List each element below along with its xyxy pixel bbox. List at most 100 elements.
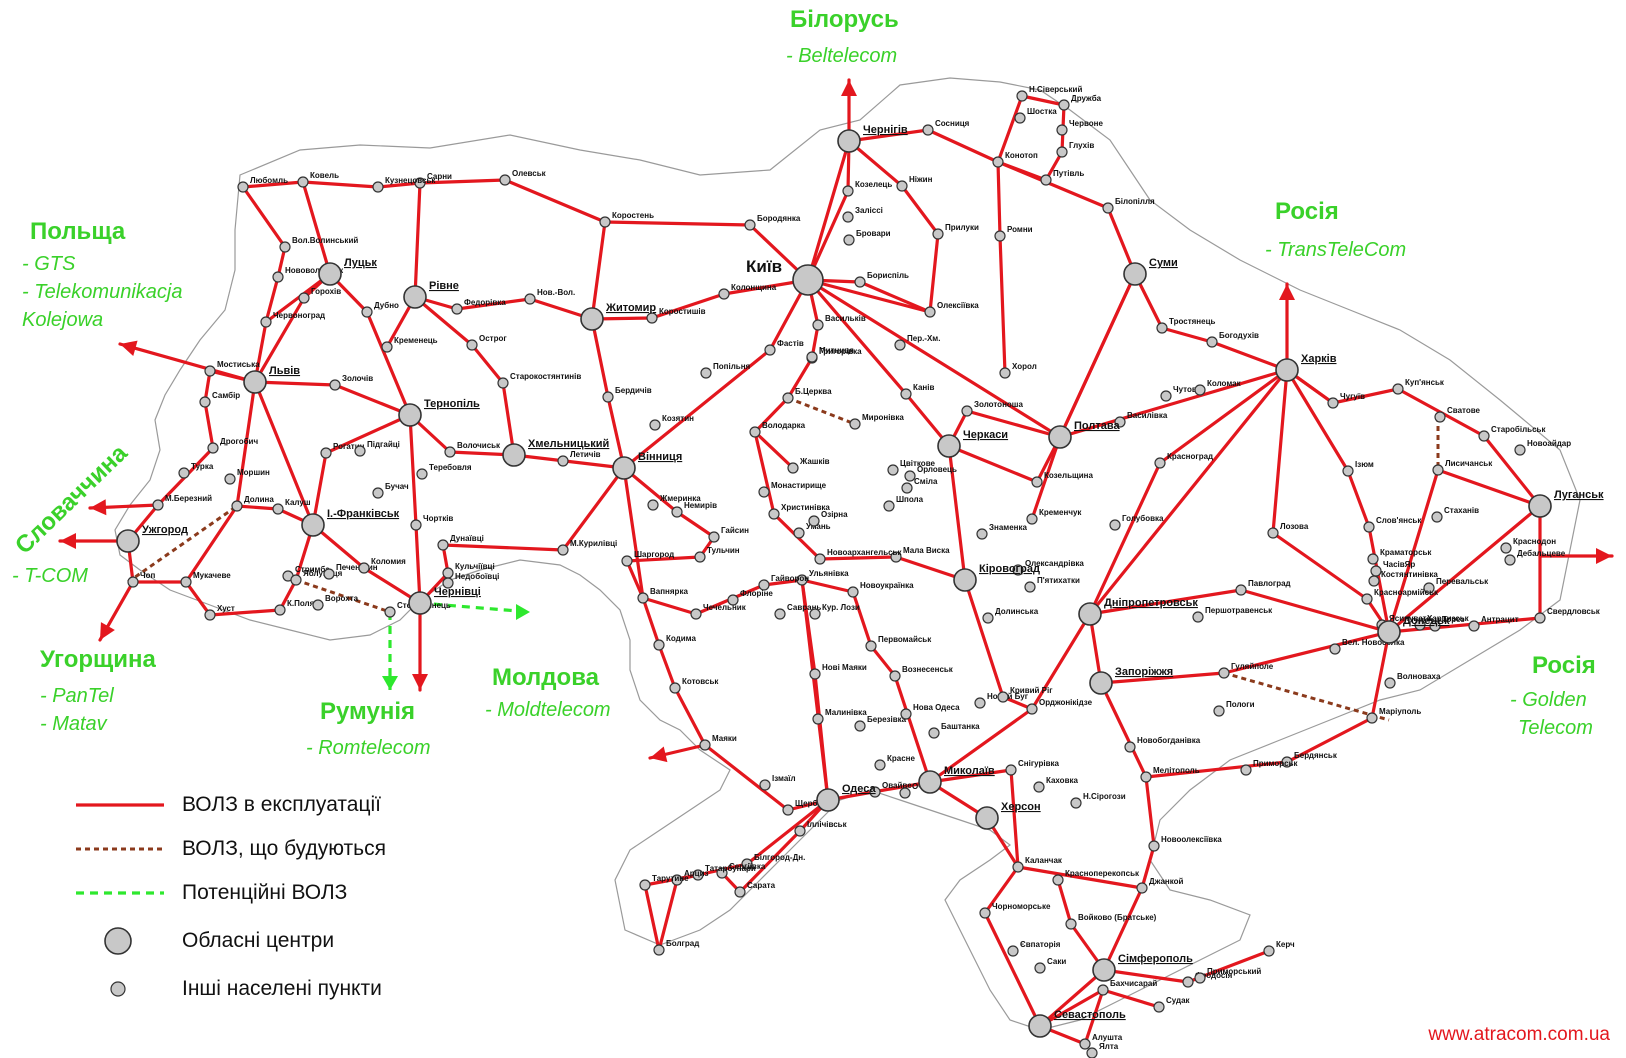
regional-center-node[interactable] (792, 264, 824, 296)
town-node[interactable] (1431, 511, 1443, 523)
town-node[interactable] (1263, 945, 1275, 957)
regional-center-node[interactable] (1048, 425, 1072, 449)
town-node[interactable] (809, 608, 821, 620)
town-node[interactable] (708, 531, 720, 543)
town-node[interactable] (900, 388, 912, 400)
town-node[interactable] (976, 528, 988, 540)
regional-center-node[interactable] (612, 456, 636, 480)
town-node[interactable] (451, 303, 463, 315)
town-node[interactable] (899, 787, 911, 799)
town-node[interactable] (671, 506, 683, 518)
regional-center-node[interactable] (1123, 262, 1147, 286)
town-node[interactable] (896, 180, 908, 192)
town-node[interactable] (637, 592, 649, 604)
town-node[interactable] (1026, 703, 1038, 715)
town-node[interactable] (727, 594, 739, 606)
town-node[interactable] (358, 562, 370, 574)
town-node[interactable] (497, 377, 509, 389)
town-node[interactable] (1052, 874, 1064, 886)
town-node[interactable] (653, 944, 665, 956)
regional-center-node[interactable] (1092, 958, 1116, 982)
town-node[interactable] (602, 391, 614, 403)
town-node[interactable] (437, 539, 449, 551)
town-node[interactable] (1384, 677, 1396, 689)
town-node[interactable] (874, 759, 886, 771)
town-node[interactable] (900, 708, 912, 720)
regional-center-node[interactable] (398, 403, 422, 427)
town-node[interactable] (1429, 620, 1441, 632)
town-node[interactable] (354, 445, 366, 457)
town-node[interactable] (442, 567, 454, 579)
town-node[interactable] (649, 419, 661, 431)
town-node[interactable] (639, 879, 651, 891)
town-node[interactable] (1079, 1038, 1091, 1050)
regional-center-node[interactable] (1089, 671, 1113, 695)
town-node[interactable] (646, 312, 658, 324)
town-node[interactable] (782, 392, 794, 404)
town-node[interactable] (372, 181, 384, 193)
town-node[interactable] (1040, 174, 1052, 186)
town-node[interactable] (1124, 741, 1136, 753)
town-node[interactable] (524, 293, 536, 305)
town-node[interactable] (416, 468, 428, 480)
town-node[interactable] (1194, 384, 1206, 396)
town-node[interactable] (890, 551, 902, 563)
town-node[interactable] (372, 487, 384, 499)
town-node[interactable] (127, 576, 139, 588)
town-node[interactable] (1156, 322, 1168, 334)
town-node[interactable] (152, 499, 164, 511)
town-node[interactable] (1026, 513, 1038, 525)
town-node[interactable] (758, 579, 770, 591)
town-node[interactable] (1012, 861, 1024, 873)
town-node[interactable] (329, 379, 341, 391)
regional-center-node[interactable] (937, 434, 961, 458)
town-node[interactable] (1504, 554, 1516, 566)
town-node[interactable] (410, 519, 422, 531)
town-node[interactable] (922, 124, 934, 136)
town-node[interactable] (444, 446, 456, 458)
regional-center-node[interactable] (301, 513, 325, 537)
town-node[interactable] (272, 271, 284, 283)
town-node[interactable] (1327, 397, 1339, 409)
town-node[interactable] (1058, 99, 1070, 111)
town-node[interactable] (320, 447, 332, 459)
town-node[interactable] (796, 574, 808, 586)
town-node[interactable] (1024, 581, 1036, 593)
town-node[interactable] (718, 288, 730, 300)
town-node[interactable] (894, 339, 906, 351)
town-node[interactable] (621, 555, 633, 567)
town-node[interactable] (1432, 464, 1444, 476)
town-node[interactable] (1014, 112, 1026, 124)
town-node[interactable] (1434, 411, 1446, 423)
town-node[interactable] (1192, 611, 1204, 623)
town-node[interactable] (1097, 984, 1109, 996)
town-node[interactable] (1414, 619, 1426, 631)
town-node[interactable] (869, 786, 881, 798)
town-node[interactable] (204, 365, 216, 377)
town-node[interactable] (653, 639, 665, 651)
town-node[interactable] (361, 306, 373, 318)
town-node[interactable] (764, 344, 776, 356)
town-node[interactable] (1031, 476, 1043, 488)
town-node[interactable] (1012, 564, 1024, 576)
town-node[interactable] (1102, 202, 1114, 214)
town-node[interactable] (787, 462, 799, 474)
website-link[interactable]: www.atracom.com.ua (1428, 1024, 1610, 1045)
town-node[interactable] (1267, 527, 1279, 539)
town-node[interactable] (231, 500, 243, 512)
town-node[interactable] (759, 779, 771, 791)
regional-center-node[interactable] (116, 529, 140, 553)
town-node[interactable] (1034, 962, 1046, 974)
town-node[interactable] (323, 568, 335, 580)
town-node[interactable] (260, 316, 272, 328)
town-node[interactable] (1361, 593, 1373, 605)
town-node[interactable] (904, 470, 916, 482)
town-node[interactable] (204, 609, 216, 621)
town-node[interactable] (1478, 430, 1490, 442)
town-node[interactable] (1370, 565, 1382, 577)
town-node[interactable] (312, 599, 324, 611)
town-node[interactable] (1235, 584, 1247, 596)
town-node[interactable] (1007, 945, 1019, 957)
town-node[interactable] (180, 576, 192, 588)
town-node[interactable] (1148, 840, 1160, 852)
